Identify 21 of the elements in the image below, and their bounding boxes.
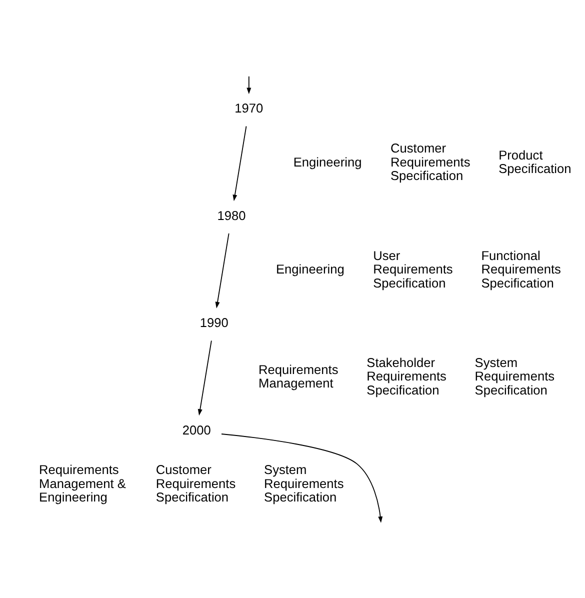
label: System Requirements Specification	[264, 462, 344, 505]
label: Customer Requirements Specification	[156, 462, 236, 505]
arrow	[232, 126, 247, 202]
label: Engineering	[276, 262, 344, 277]
node-text: 1980	[217, 208, 246, 223]
label: Functional Requirements Specification	[481, 248, 561, 290]
arrow	[215, 233, 230, 308]
arrow	[198, 340, 212, 416]
label: System Requirements Specification	[474, 354, 555, 398]
label: Customer Requirements Specification	[390, 140, 470, 184]
arrow	[246, 76, 252, 94]
node-text: 2000	[182, 422, 211, 438]
node-text: 1990	[200, 315, 228, 330]
label: Stakeholder Requirements Specification	[366, 354, 446, 398]
label: Requirements Management & Engineering	[39, 462, 126, 505]
label: Product Specification	[498, 147, 572, 176]
label: Engineering	[293, 154, 362, 170]
node-text: 1970	[234, 100, 264, 116]
label: Requirements Management	[258, 362, 338, 391]
arrow	[221, 434, 383, 523]
label: User Requirements Specification	[373, 248, 453, 290]
